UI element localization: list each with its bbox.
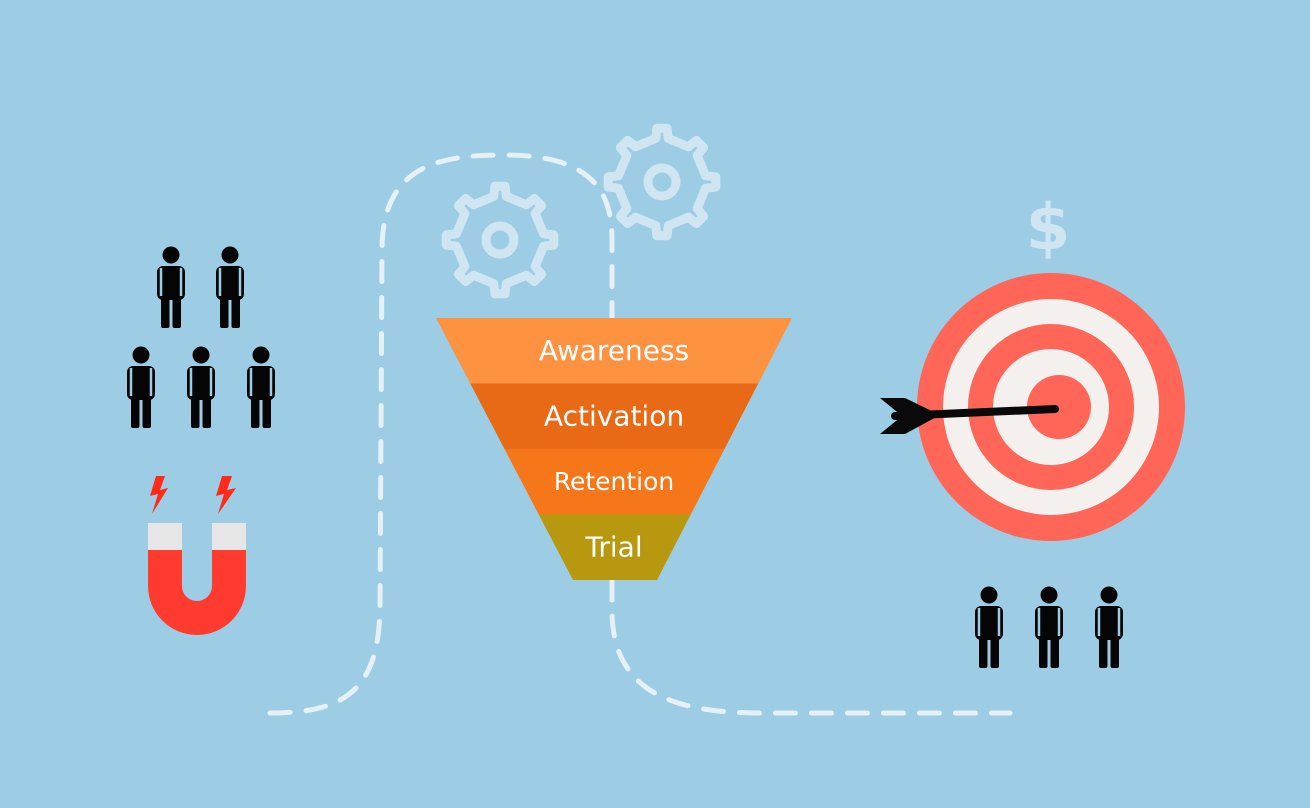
funnel-stage-label: Retention bbox=[554, 467, 675, 496]
person-icon bbox=[157, 246, 185, 328]
arrow-icon bbox=[880, 398, 1059, 434]
person-icon bbox=[216, 246, 244, 328]
person-icon bbox=[1035, 586, 1063, 668]
dashed-journey-path bbox=[267, 152, 1013, 716]
funnel-stage-label: Activation bbox=[544, 399, 684, 432]
person-icon bbox=[127, 346, 155, 428]
magnet-icon bbox=[148, 476, 246, 635]
dollar-icon: $ bbox=[1026, 192, 1071, 266]
target-bullseye bbox=[1027, 375, 1091, 439]
gear-icon bbox=[441, 181, 559, 299]
funnel-stage bbox=[504, 449, 725, 515]
spark-icon bbox=[150, 476, 168, 514]
gear-icon bbox=[603, 123, 721, 241]
person-icon bbox=[247, 346, 275, 428]
funnel-stage-label: Awareness bbox=[539, 334, 689, 367]
funnel-stage-label: Trial bbox=[584, 530, 642, 563]
funnel-stage bbox=[436, 318, 792, 384]
person-icon bbox=[187, 346, 215, 428]
right-people-group bbox=[975, 586, 1123, 668]
spark-icon bbox=[216, 476, 236, 514]
person-icon bbox=[975, 586, 1003, 668]
funnel-stage bbox=[538, 514, 691, 580]
person-icon bbox=[1095, 586, 1123, 668]
left-people-group bbox=[127, 246, 275, 428]
funnel-stage bbox=[470, 383, 759, 449]
